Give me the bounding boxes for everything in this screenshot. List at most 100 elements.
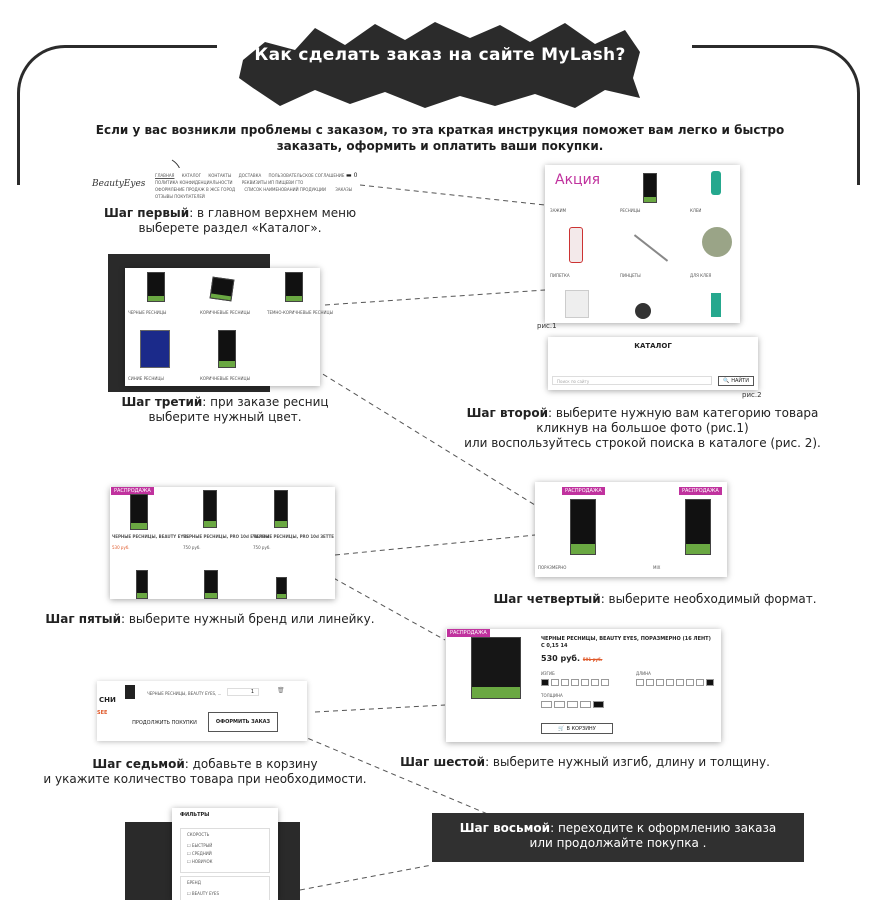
filter-option[interactable]: ☐ БЫСТРЫЙ xyxy=(187,843,213,848)
color-label: ТЕМНО-КОРИЧНЕВЫЕ РЕСНИЦЫ xyxy=(267,310,334,315)
category-label: КЛЕИ xyxy=(690,208,702,213)
brand-thumb[interactable] xyxy=(203,490,217,528)
format-thumb-sized[interactable] xyxy=(570,499,596,555)
menu-item-contacts[interactable]: КОНТАКТЫ xyxy=(208,173,232,178)
cart-prefix: СНИ xyxy=(99,696,116,704)
color-label: КОРИЧНЕВЫЕ РЕСНИЦЫ xyxy=(200,376,251,381)
sale-badge: РАСПРОДАЖА xyxy=(111,487,154,495)
site-logo: BeautyEyes xyxy=(92,179,146,189)
length-label: ДЛИНА xyxy=(636,671,651,676)
brand-name[interactable]: ЧЕРНЫЕ РЕСНИЦЫ, PRO 10d ЗЕТТЕ xyxy=(253,534,334,539)
menu-item-products[interactable]: СПИСОК НАИМЕНОВАНИЙ ПРОДУКЦИИ xyxy=(244,187,326,192)
menu-screenshot: BeautyEyes ГЛАВНАЯ КАТАЛОГ КОНТАКТЫ ДОСТ… xyxy=(90,168,360,202)
color-thumb-black[interactable] xyxy=(147,272,165,302)
cart-item-thumb xyxy=(125,685,135,699)
brand-thumb[interactable] xyxy=(130,494,148,530)
step2-caption: Шаг второй: выберите нужную вам категори… xyxy=(464,406,821,450)
product-price: 530 руб. 591 руб. xyxy=(541,654,603,663)
menu-item-catalog[interactable]: КАТАЛОГ xyxy=(181,173,202,178)
brand-name[interactable]: ЧЕРНЫЕ РЕСНИЦЫ, PRO 10d ЕТАЛОН xyxy=(183,534,269,539)
menu-item-agreement[interactable]: ПОЛЬЗОВАТЕЛЬСКОЕ СОГЛАШЕНИЕ xyxy=(268,173,345,178)
category-label: ПИНЦЕТЫ xyxy=(620,273,641,278)
menu-item-delivery[interactable]: ДОСТАВКА xyxy=(238,173,262,178)
catalog-grid-screenshot: Акция ЗАЖИМ РЕСНИЦЫ КЛЕИ ПИПЕТКА ПИНЦЕТЫ… xyxy=(545,165,740,323)
patches-thumb[interactable] xyxy=(565,290,589,318)
cart-left-dark: SEE xyxy=(97,710,108,716)
pipette-thumb[interactable] xyxy=(569,227,583,263)
cart-icon[interactable]: ▬ 0 xyxy=(346,172,358,179)
brand-name[interactable]: ЧЕРНЫЕ РЕСНИЦЫ, BEAUTY EYES xyxy=(112,534,189,539)
brand-price: 750 руб. xyxy=(183,545,201,550)
step6-caption: Шаг шестой: выберите нужный изгиб, длину… xyxy=(400,755,770,769)
menu-item-home[interactable]: ГЛАВНАЯ xyxy=(155,173,175,178)
fig2-label: рис.2 xyxy=(742,391,762,399)
menu-item-requisites[interactable]: РЕКВИЗИТЫ ИП ПИЩЕВИ ГТО xyxy=(241,180,304,185)
brand-thumb[interactable] xyxy=(204,570,218,599)
filter-option[interactable]: ☐ СРЕДНИЙ xyxy=(187,851,212,856)
add-to-cart-button[interactable]: 🛒 В КОРЗИНУ xyxy=(541,723,613,734)
product-screenshot: РАСПРОДАЖА ЧЕРНЫЕ РЕСНИЦЫ, BEAUTY EYES, … xyxy=(446,629,721,742)
product-thumb[interactable] xyxy=(643,173,657,203)
frame-left xyxy=(17,45,217,185)
category-label: ЗАЖИМ xyxy=(550,208,567,213)
filters-heading: ФИЛЬТРЫ xyxy=(180,812,210,818)
menu-item-orders[interactable]: ЗАКАЗЫ xyxy=(335,187,353,192)
catalog-heading: КАТАЛОГ xyxy=(634,342,672,350)
quantity-input[interactable]: 1 xyxy=(227,688,259,696)
formats-screenshot: РАСПРОДАЖА РАСПРОДАЖА ПОРАЗМЕРНО MIX xyxy=(535,482,727,577)
catalog-search-input[interactable]: Поиск по сайту xyxy=(552,376,712,385)
sale-badge: РАСПРОДАЖА xyxy=(679,487,722,495)
remover-thumb[interactable] xyxy=(711,293,721,317)
product-image xyxy=(471,637,521,699)
color-thumb-darkbrown[interactable] xyxy=(285,272,303,302)
filters-screenshot: ФИЛЬТРЫ СКОРОСТЬ ☐ БЫСТРЫЙ ☐ СРЕДНИЙ ☐ Н… xyxy=(172,808,278,900)
filter-group-speed[interactable]: СКОРОСТЬ ☐ БЫСТРЫЙ ☐ СРЕДНИЙ ☐ НОВИЧОК xyxy=(180,828,270,873)
product-name: ЧЕРНЫЕ РЕСНИЦЫ, BEAUTY EYES, ПОРАЗМЕРНО … xyxy=(541,636,711,649)
step5-caption: Шаг пятый: выберите нужный бренд или лин… xyxy=(45,612,375,626)
page-title: Как сделать заказ на сайте MyLash? xyxy=(254,45,626,65)
promo-heading: Акция xyxy=(555,172,601,188)
curl-options[interactable] xyxy=(541,679,621,687)
cart-screenshot: СНИ ЧЕРНЫЕ РЕСНИЦЫ, BEAUTY EYES, ... 1 🗑… xyxy=(97,681,307,741)
color-label: КОРИЧНЕВЫЕ РЕСНИЦЫ xyxy=(200,310,251,315)
filter-group-brand[interactable]: БРЕНД ☐ BEAUTY EYES xyxy=(180,876,270,900)
category-label: ДЛЯ КЛЕЯ xyxy=(690,273,712,278)
color-label: ЧЕРНЫЕ РЕСНИЦЫ xyxy=(128,310,167,315)
color-label: СИНИЕ РЕСНИЦЫ xyxy=(128,376,164,381)
brand-thumb[interactable] xyxy=(274,490,288,528)
intro-text: Если у вас возникли проблемы с заказом, … xyxy=(95,123,785,153)
thickness-label: ТОЛЩИНА xyxy=(541,693,563,698)
frame-right xyxy=(692,45,860,185)
filter-option[interactable]: ☐ НОВИЧОК xyxy=(187,859,213,864)
format-label: MIX xyxy=(653,565,661,570)
menu-item-reviews[interactable]: ОТЗЫВЫ ПОКУПАТЕЛЕЙ xyxy=(155,194,205,199)
brand-thumb[interactable] xyxy=(276,577,287,599)
color-thumb-brown2[interactable] xyxy=(218,330,236,368)
length-options[interactable] xyxy=(636,679,716,687)
category-label: РЕСНИЦЫ xyxy=(620,208,641,213)
cart-item-name: ЧЕРНЫЕ РЕСНИЦЫ, BEAUTY EYES, ... xyxy=(147,691,222,696)
tape-thumb[interactable] xyxy=(635,303,651,319)
brand-thumb[interactable] xyxy=(136,570,148,599)
thickness-options[interactable] xyxy=(541,701,611,710)
trash-icon[interactable]: 🗑 xyxy=(277,687,285,694)
jade-stone-thumb[interactable] xyxy=(702,227,732,257)
color-thumb-blue[interactable] xyxy=(140,330,170,368)
step4-caption: Шаг четвертый: выберите необходимый форм… xyxy=(493,592,817,606)
checkout-button[interactable]: ОФОРМИТЬ ЗАКАЗ xyxy=(208,712,278,732)
sale-badge: РАСПРОДАЖА xyxy=(562,487,605,495)
continue-shopping-button[interactable]: ПРОДОЛЖИТЬ ПОКУПКИ xyxy=(132,719,197,726)
brands-screenshot: РАСПРОДАЖА ЧЕРНЫЕ РЕСНИЦЫ, BEAUTY EYES Ч… xyxy=(110,487,335,599)
format-thumb-mix[interactable] xyxy=(685,499,711,555)
tweezers-thumb[interactable] xyxy=(633,234,669,262)
menu-item-sales[interactable]: ОФОРМЛЕНИЕ ПРОДАЖ В ЖСЕ ГОРОД xyxy=(155,187,236,192)
brand-price: 750 руб. xyxy=(253,545,271,550)
glue-bottle-thumb[interactable] xyxy=(711,171,721,195)
search-button[interactable]: 🔍 НАЙТИ xyxy=(718,376,754,386)
menu-item-privacy[interactable]: ПОЛИТИКА КОНФИДЕНЦИАЛЬНОСТИ xyxy=(155,180,233,185)
color-thumb-brown[interactable] xyxy=(209,276,235,302)
filter-option[interactable]: ☐ BEAUTY EYES xyxy=(187,891,219,896)
